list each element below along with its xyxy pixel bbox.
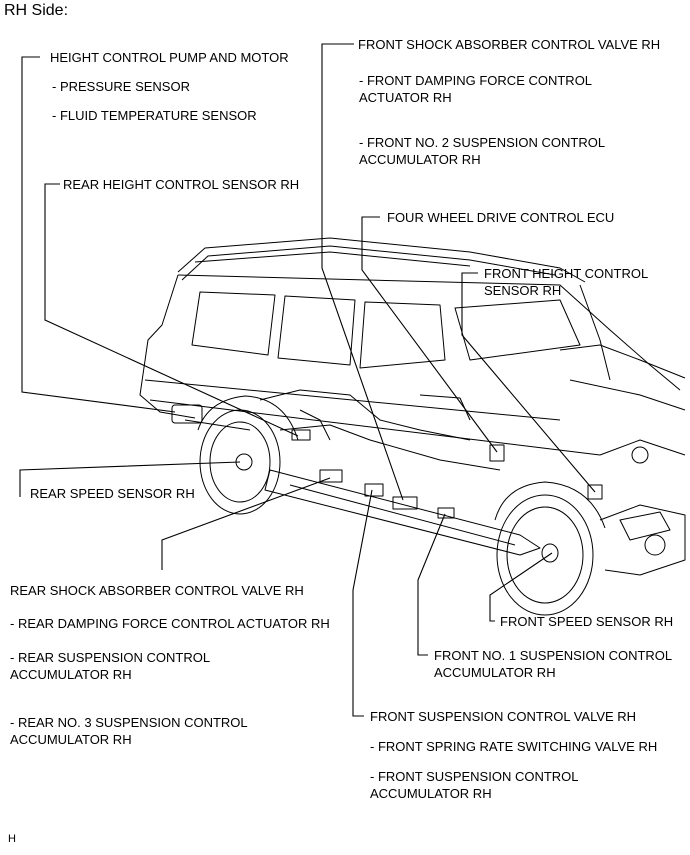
label-fluid-temperature-sensor: - FLUID TEMPERATURE SENSOR (52, 108, 257, 123)
figure-code: H (8, 833, 16, 845)
vehicle-illustration (139, 237, 686, 616)
label-rear-no3-accumulator-line1: - REAR NO. 3 SUSPENSION CONTROL (10, 715, 248, 730)
label-front-shock-absorber-valve: FRONT SHOCK ABSORBER CONTROL VALVE RH (358, 37, 661, 52)
label-front-no2-accumulator-line2: ACCUMULATOR RH (359, 152, 481, 167)
label-height-control-pump-motor: HEIGHT CONTROL PUMP AND MOTOR (50, 50, 289, 65)
label-front-height-sensor-line1: FRONT HEIGHT CONTROL (484, 266, 649, 281)
label-front-damping-actuator-line2: ACTUATOR RH (359, 90, 452, 105)
label-front-no1-accumulator-line2: ACCUMULATOR RH (434, 665, 556, 680)
label-front-speed-sensor: FRONT SPEED SENSOR RH (500, 614, 674, 629)
label-front-suspension-control-valve: FRONT SUSPENSION CONTROL VALVE RH (370, 709, 637, 724)
label-front-susp-accumulator-line1: - FRONT SUSPENSION CONTROL (370, 769, 579, 784)
label-front-height-sensor-line2: SENSOR RH (484, 283, 562, 298)
label-rear-height-control-sensor: REAR HEIGHT CONTROL SENSOR RH (63, 177, 300, 192)
label-rear-accumulator-line2: ACCUMULATOR RH (10, 667, 132, 682)
label-front-no1-accumulator-line1: FRONT NO. 1 SUSPENSION CONTROL (434, 648, 673, 663)
label-rear-accumulator-line1: - REAR SUSPENSION CONTROL (10, 650, 211, 665)
label-four-wheel-drive-ecu: FOUR WHEEL DRIVE CONTROL ECU (387, 210, 615, 225)
leader-lines (19, 43, 596, 717)
label-pressure-sensor: - PRESSURE SENSOR (52, 79, 190, 94)
label-front-spring-rate-valve: - FRONT SPRING RATE SWITCHING VALVE RH (370, 739, 658, 754)
label-rear-shock-absorber-valve: REAR SHOCK ABSORBER CONTROL VALVE RH (10, 583, 304, 598)
label-front-damping-actuator-line1: - FRONT DAMPING FORCE CONTROL (359, 73, 593, 88)
label-front-susp-accumulator-line2: ACCUMULATOR RH (370, 786, 492, 801)
label-rear-damping-actuator: - REAR DAMPING FORCE CONTROL ACTUATOR RH (10, 616, 330, 631)
label-rear-no3-accumulator-line2: ACCUMULATOR RH (10, 732, 132, 747)
label-rear-speed-sensor: REAR SPEED SENSOR RH (30, 486, 195, 501)
page-title: RH Side: (4, 2, 69, 19)
label-front-no2-accumulator-line1: - FRONT NO. 2 SUSPENSION CONTROL (359, 135, 606, 150)
